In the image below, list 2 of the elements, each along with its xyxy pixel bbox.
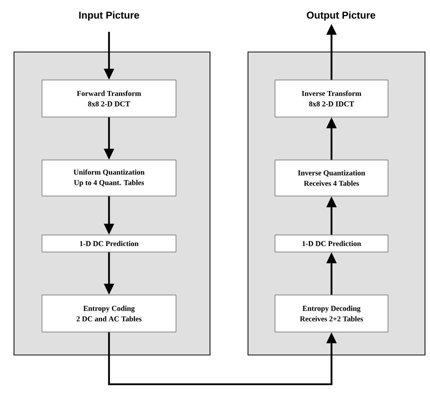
title-text: Output Picture	[306, 11, 376, 21]
title-text: Input Picture	[79, 11, 140, 21]
